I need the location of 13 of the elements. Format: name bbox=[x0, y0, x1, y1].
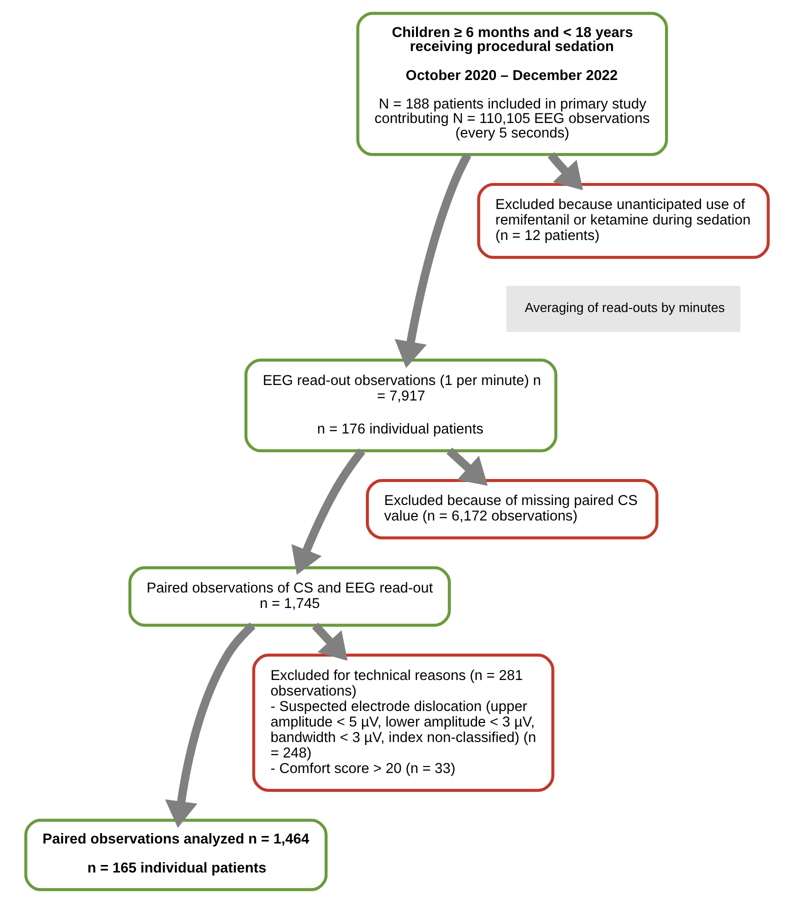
arrow bbox=[394, 152, 472, 368]
node-box: Excluded because of missing paired CS value (n = 6,172 observations) bbox=[366, 478, 658, 540]
node-box: Excluded because unanticipated use of remifentanil or ketamine during sedation (n = 12 patients) bbox=[477, 182, 770, 259]
node-box: Paired observations of CS and EEG read-out n = 1,745 bbox=[128, 566, 451, 627]
node-box: Children ≥ 6 months and < 18 years receiving procedural sedation October 2020 – December 2022 N = 188 patients included in primary study contributing N = 110,105 EEG observations (every 5 seconds) bbox=[356, 12, 668, 156]
arrow bbox=[548, 152, 583, 190]
node-box: EEG read-out observations (1 per minute) n = 7,917 n = 176 individual patients bbox=[244, 358, 558, 452]
node-box: Excluded for technical reasons (n = 281 observations) - Suspected electrode dislocation (upper amplitude < 5 µV, lower amplitude < 3 µV, bandwidth < 3 µV, index non-classified) (n = 248) - Comfort score > 20 (n = 33) bbox=[252, 654, 554, 792]
arrow bbox=[446, 448, 488, 486]
node-box: Paired observations analyzed n = 1,464 n = 165 individual patients bbox=[24, 818, 328, 892]
arrow bbox=[291, 448, 366, 575]
arrow bbox=[312, 622, 348, 661]
node-box: Averaging of read-outs by minutes bbox=[506, 286, 740, 332]
